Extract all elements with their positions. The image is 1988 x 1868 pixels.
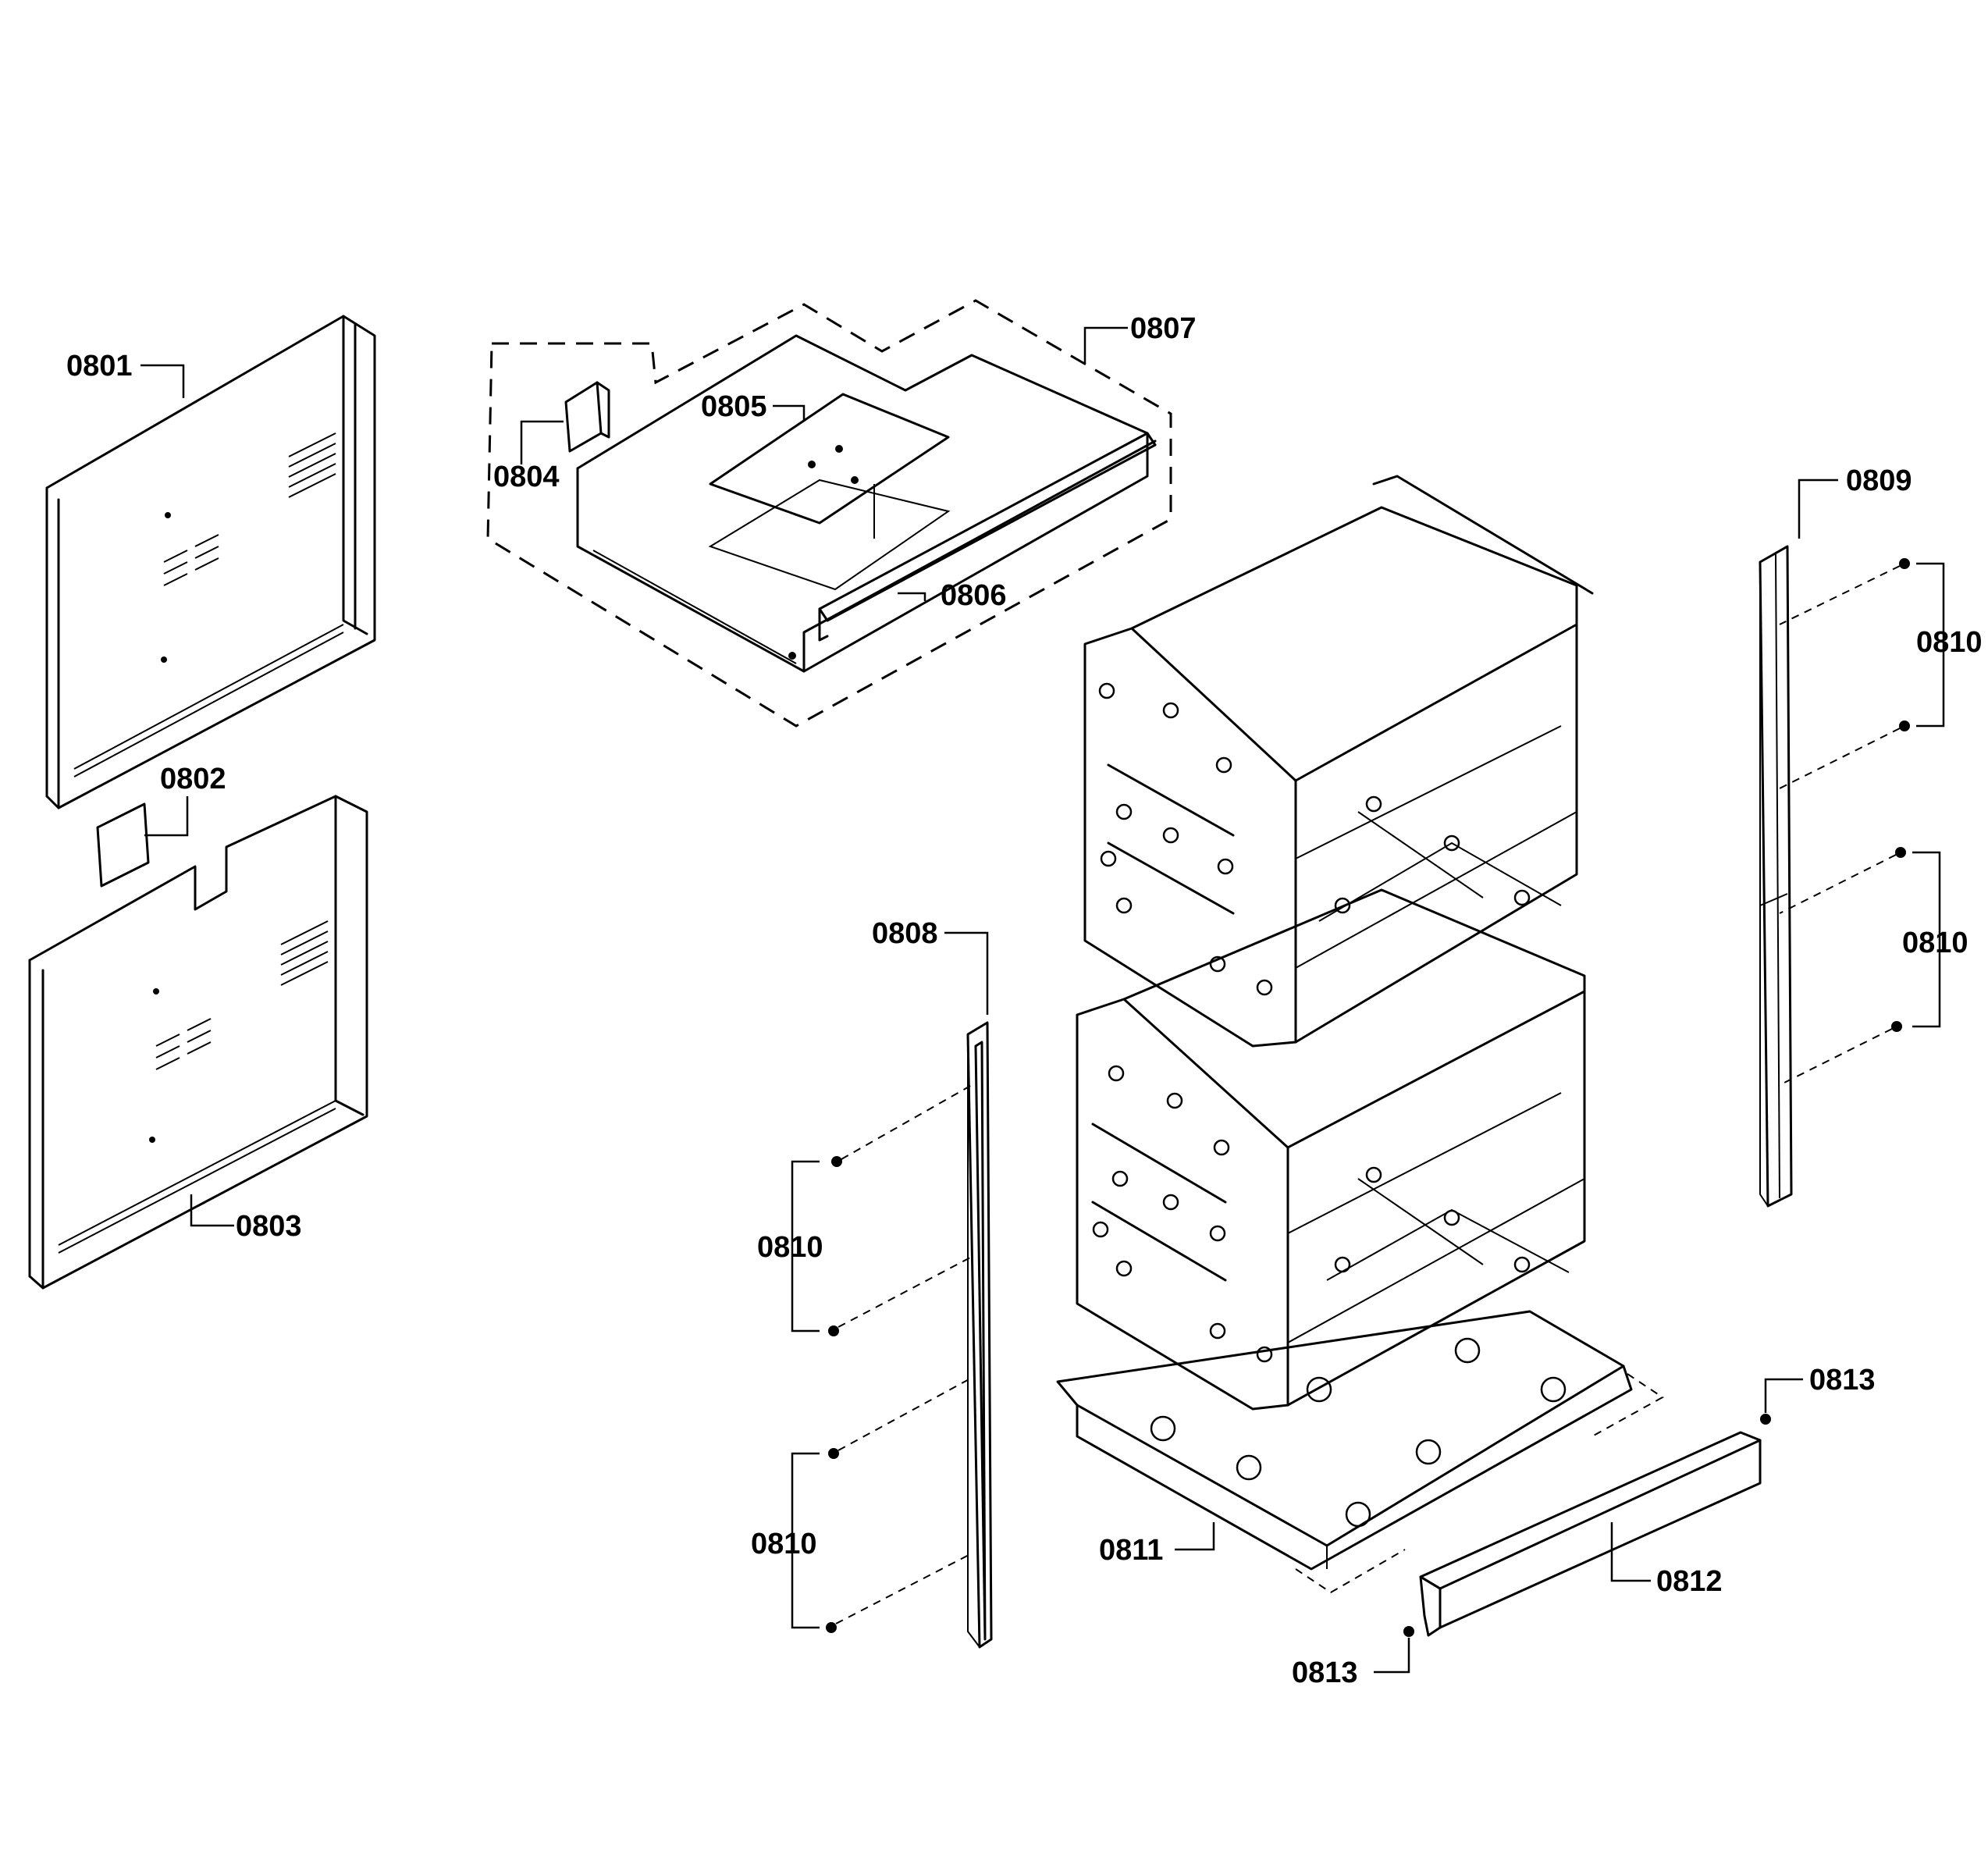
part-0809-right-rail xyxy=(1759,545,1793,1208)
vent-slots-0803 xyxy=(155,920,329,1070)
label-0813-upper: 0813 xyxy=(1809,1364,1876,1397)
cavity-upper-holes xyxy=(1098,682,1531,996)
vent-slots-0801 xyxy=(163,432,336,586)
label-0804: 0804 xyxy=(493,461,560,493)
oven-cavity-upper xyxy=(1083,475,1594,1048)
part-0807-top-panel-assembly xyxy=(486,299,1172,728)
part-0801-upper-side-panel xyxy=(45,315,376,809)
label-0812: 0812 xyxy=(1656,1565,1723,1598)
label-0802: 0802 xyxy=(160,763,226,795)
part-0808-left-rail xyxy=(966,1021,993,1649)
oven-cavity-lower xyxy=(1076,888,1586,1411)
part-0804-bracket xyxy=(564,381,610,453)
label-0801: 0801 xyxy=(66,350,133,382)
label-0810-left-lower: 0810 xyxy=(751,1528,817,1560)
part-0803-lower-side-panel xyxy=(28,795,368,1290)
label-0805: 0805 xyxy=(701,390,767,423)
part-0802-small-plate xyxy=(96,802,150,888)
leader-lines xyxy=(140,326,1945,1674)
label-0810-right-upper: 0810 xyxy=(1916,626,1983,659)
part-labels: 0801 0802 0803 0804 0805 0806 0807 0808 … xyxy=(66,312,1983,1689)
label-0809: 0809 xyxy=(1846,464,1912,497)
screws-0810-left xyxy=(826,1084,973,1633)
part-0806-front-rail xyxy=(818,432,1157,642)
label-0803: 0803 xyxy=(236,1210,302,1243)
screws-0810-right xyxy=(1779,558,1910,1086)
label-0808: 0808 xyxy=(872,917,938,950)
label-0811: 0811 xyxy=(1099,1534,1163,1567)
part-0811-base-tray xyxy=(1056,1310,1633,1571)
part-0812-front-trim-bar xyxy=(1295,1373,1762,1637)
label-0806: 0806 xyxy=(941,579,1007,612)
label-0810-right-lower: 0810 xyxy=(1902,927,1968,959)
label-0807: 0807 xyxy=(1130,312,1197,345)
label-0813-lower: 0813 xyxy=(1292,1656,1358,1689)
screws-0813 xyxy=(1403,1414,1771,1637)
cavity-lower-holes xyxy=(1092,1065,1531,1363)
base-tray-holes xyxy=(1150,1337,1567,1528)
part-0805-plate xyxy=(708,393,951,591)
label-0810-left-upper: 0810 xyxy=(757,1231,823,1264)
